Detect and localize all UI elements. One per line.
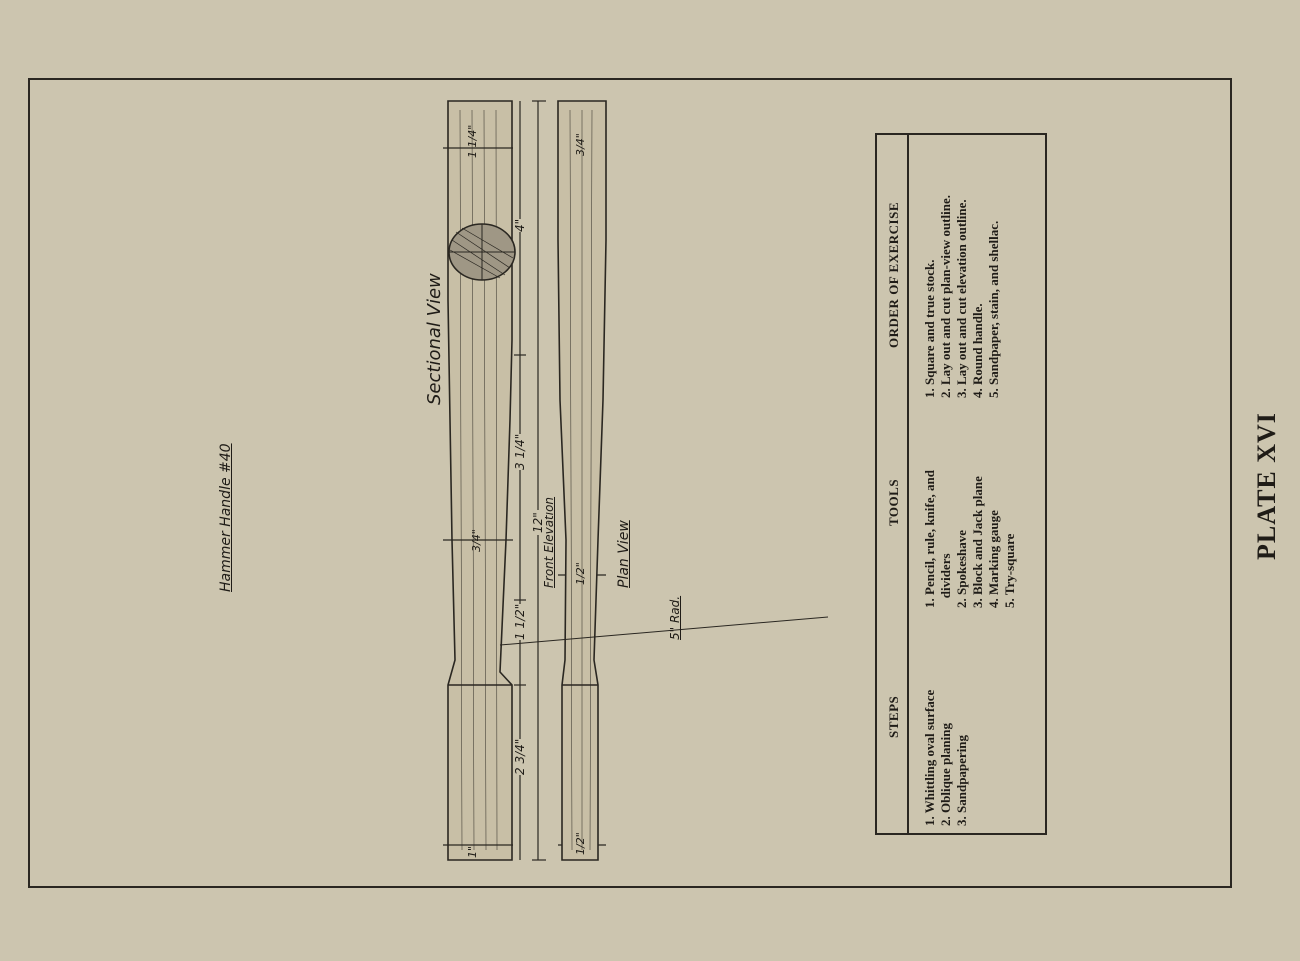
dim-seg-b: 3 1/4" (513, 433, 527, 470)
dim-front-end: 1" (466, 845, 479, 858)
tool-item: 4. Marking gauge (986, 510, 1001, 608)
tool-item: dividers (938, 553, 953, 608)
radius-note: 5" Rad. (668, 595, 682, 640)
front-elevation-outline (447, 100, 513, 861)
order-item: 1. Square and true stock. (922, 259, 937, 398)
dim-plan-end: 1/2" (574, 832, 587, 855)
table-header-rule (907, 135, 909, 833)
plan-view-label: Plan View (616, 520, 632, 588)
plate-border (28, 78, 1232, 888)
step-item: 2. Oblique planing (938, 723, 953, 826)
tool-item: 2. Spokeshave (954, 529, 969, 608)
drawing-title: Hammer Handle #40 (218, 443, 234, 592)
dim-overall: 12" (531, 510, 545, 535)
sectional-view-label: Sectional View (424, 273, 445, 405)
dim-plan-head: 3/4" (574, 133, 587, 156)
order-item: 5. Sandpaper, stain, and shellac. (986, 220, 1001, 398)
tool-item: 5. Try-square (1002, 533, 1017, 608)
header-order: ORDER OF EXERCISE (886, 202, 901, 348)
plan-view (557, 100, 607, 861)
tool-item: 1. Pencil, rule, knife, and (922, 470, 937, 608)
step-item: 3. Sandpapering (954, 734, 969, 826)
order-item: 4. Round handle. (970, 303, 985, 398)
plate-label: PLATE XVI (1252, 412, 1281, 560)
order-item: 2. Lay out and cut plan-view outline. (938, 195, 953, 398)
radius-leader (499, 616, 829, 646)
header-tools: TOOLS (886, 478, 901, 526)
exercise-table (875, 133, 1047, 835)
dim-plan-mid: 1/2" (574, 562, 587, 585)
order-item: 3. Lay out and cut elevation outline. (954, 199, 969, 398)
dim-front-head: 1 1/4" (466, 124, 479, 158)
dim-front-mid: 3/4" (470, 529, 483, 552)
step-item: 1. Whittling oval surface (922, 689, 937, 826)
front-elevation (447, 100, 516, 861)
dim-seg-a: 4" (513, 218, 527, 232)
header-steps: STEPS (886, 695, 901, 738)
tool-item: 3. Block and Jack plane (970, 476, 985, 608)
dim-seg-d: 2 3/4" (513, 738, 527, 775)
dim-seg-c: 1 1/2" (513, 603, 527, 640)
